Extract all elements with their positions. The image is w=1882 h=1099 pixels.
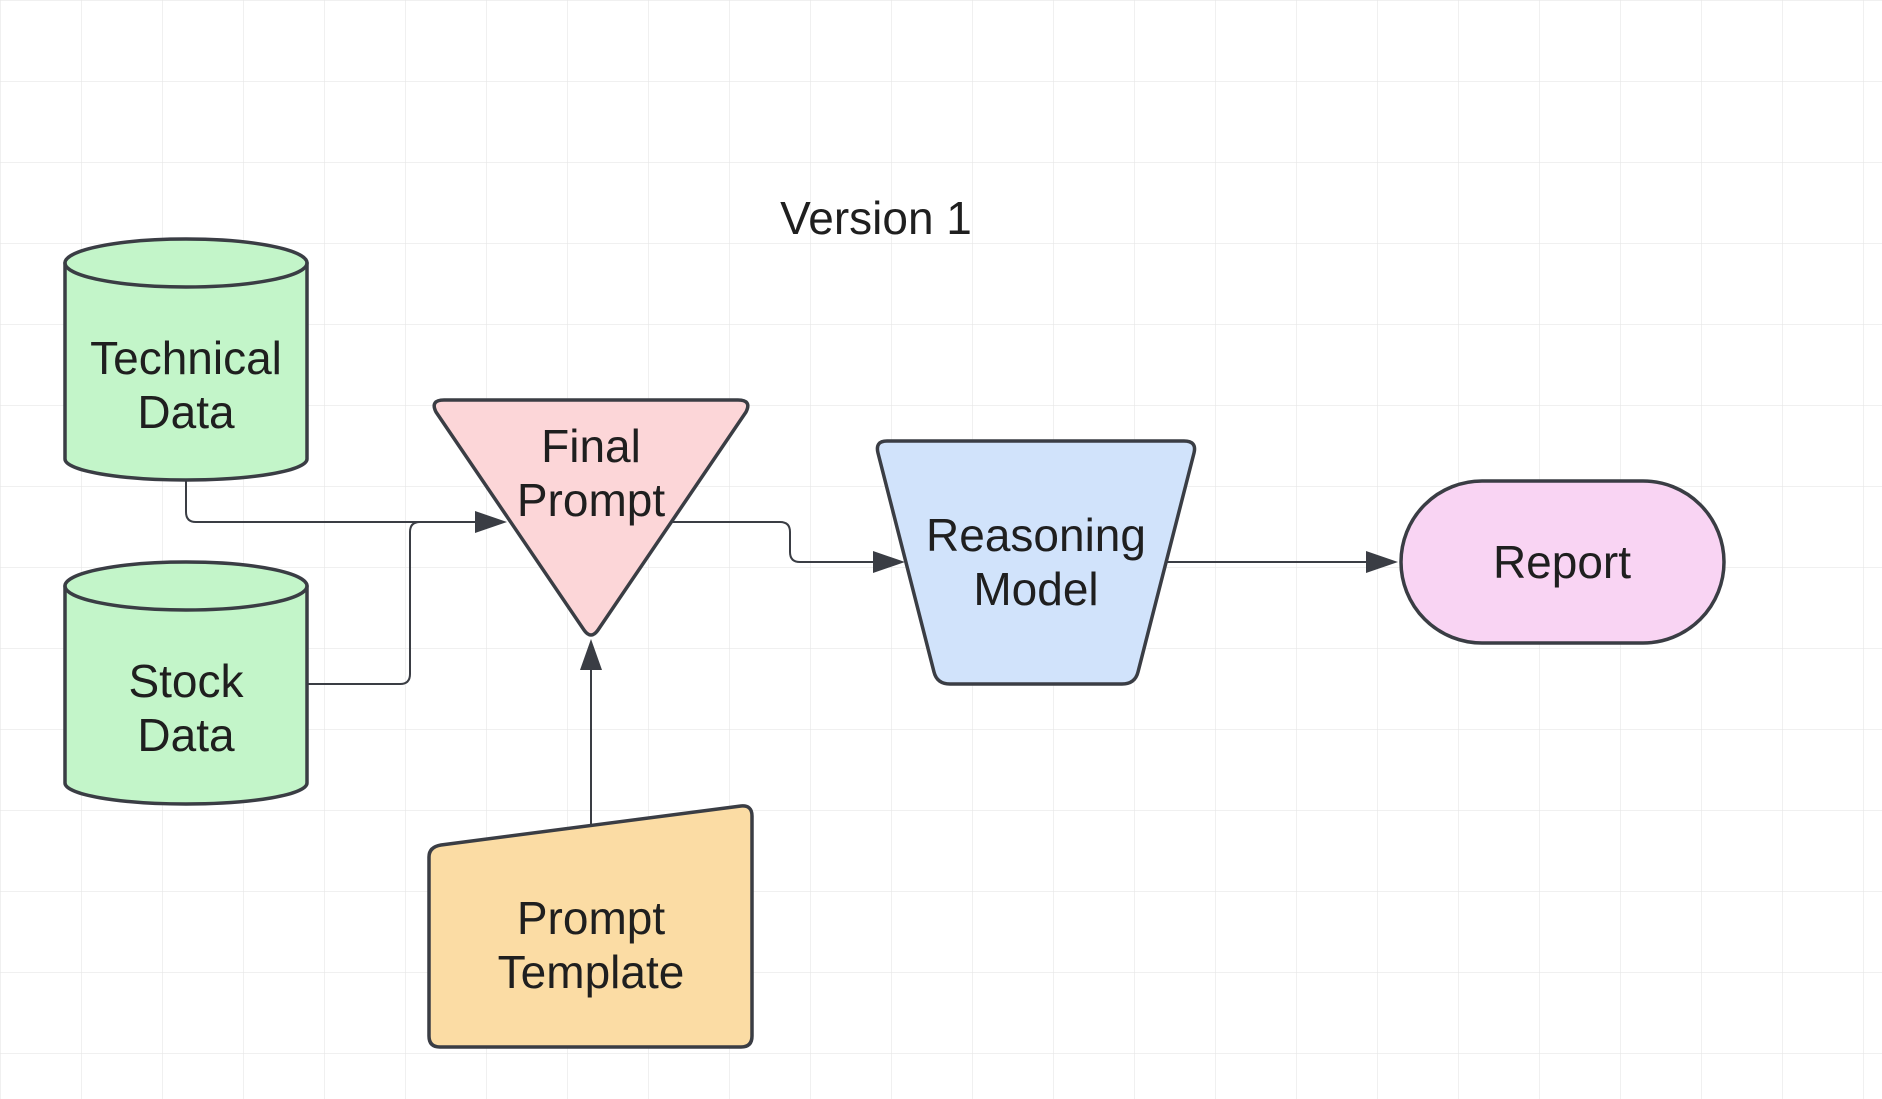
stock-data-label-line-1: Stock <box>128 655 244 707</box>
edge-technical-data-to-final-prompt[interactable] <box>185 481 480 523</box>
prompt-template-label-line-2: Template <box>498 946 685 998</box>
node-reasoning-model[interactable]: Reasoning Model <box>875 439 1197 686</box>
node-technical-data[interactable]: Technical Data <box>63 237 309 482</box>
edge-stock-data-to-final-prompt[interactable] <box>308 521 480 685</box>
report-label: Report <box>1493 536 1631 588</box>
arrowhead-final-prompt-left <box>475 511 507 533</box>
arrowhead-report <box>1366 551 1398 573</box>
reasoning-model-label-line-2: Model <box>973 563 1098 615</box>
technical-data-cylinder-top <box>63 237 309 289</box>
diagram-title: Version 1 <box>780 192 972 244</box>
connectors <box>185 481 1398 834</box>
arrowhead-reasoning-model <box>873 551 905 573</box>
reasoning-model-trapezoid <box>875 439 1197 686</box>
node-stock-data[interactable]: Stock Data <box>63 560 309 806</box>
final-prompt-label-line-1: Final <box>541 420 641 472</box>
node-final-prompt[interactable]: Final Prompt <box>432 398 750 637</box>
stock-data-label-line-2: Data <box>137 709 235 761</box>
report-terminator <box>1399 479 1726 645</box>
node-prompt-template[interactable]: Prompt Template <box>427 804 754 1049</box>
prompt-template-label-line-1: Prompt <box>517 892 665 944</box>
technical-data-label-line-2: Data <box>137 386 235 438</box>
technical-data-label-line-1: Technical <box>90 332 282 384</box>
final-prompt-label-line-2: Prompt <box>517 474 665 526</box>
prompt-template-manual-input <box>427 804 754 1049</box>
edge-final-prompt-to-reasoning-model[interactable] <box>672 521 877 563</box>
arrowhead-final-prompt-bottom <box>580 639 602 670</box>
reasoning-model-label-line-1: Reasoning <box>926 509 1146 561</box>
final-prompt-triangle <box>432 398 750 637</box>
node-report[interactable]: Report <box>1399 479 1726 645</box>
stock-data-cylinder-top <box>63 560 309 612</box>
